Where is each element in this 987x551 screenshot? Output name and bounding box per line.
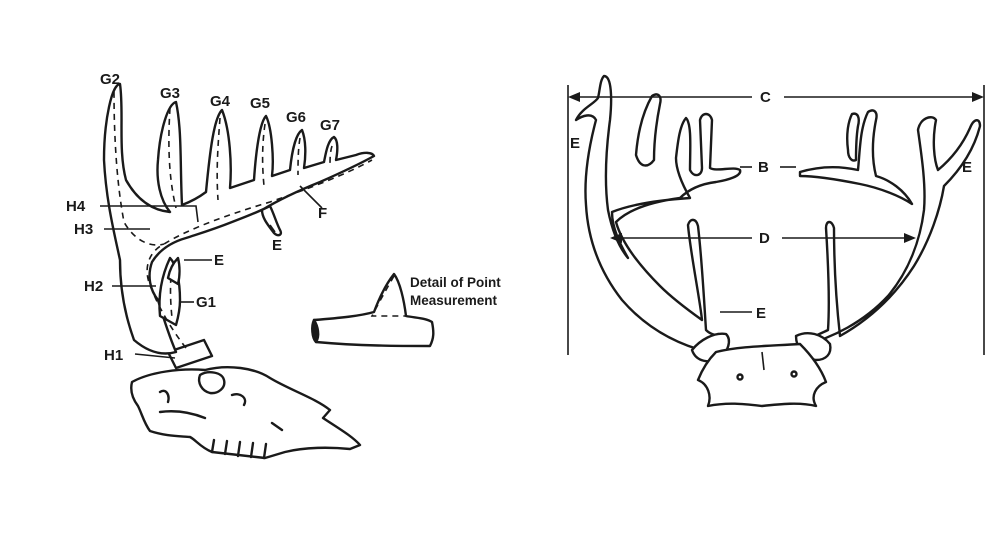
- f-line: [299, 185, 323, 209]
- detail-caption-line1: Detail of Point: [410, 275, 501, 290]
- detail-beam-section: [311, 272, 435, 348]
- front-skull: [696, 342, 828, 408]
- label-g5: G5: [250, 95, 270, 112]
- h4-line: [100, 205, 199, 223]
- label-g2: G2: [100, 71, 120, 88]
- label-g6: G6: [286, 109, 306, 126]
- g6-centerline: [297, 137, 301, 176]
- e-line: [269, 224, 276, 233]
- label-g4: G4: [210, 93, 231, 110]
- label-c: C: [760, 89, 771, 106]
- g5-centerline: [261, 123, 266, 187]
- e-upper-tine: [166, 256, 181, 286]
- g7-centerline: [329, 145, 333, 167]
- label-h2: H2: [84, 278, 103, 295]
- label-e-center: E: [756, 305, 766, 322]
- right-antler: [802, 116, 982, 347]
- front-view-antler: C B D E E E: [567, 74, 985, 408]
- c-arrow-left: [568, 92, 580, 102]
- g3-centerline: [168, 107, 177, 209]
- c-arrow-right: [972, 92, 984, 102]
- label-e-left: E: [570, 135, 580, 152]
- label-h4: H4: [66, 198, 86, 215]
- label-d: D: [759, 230, 770, 247]
- front-skull-hole-right: [790, 370, 798, 378]
- label-e-upper: E: [214, 252, 224, 269]
- label-f: F: [318, 205, 327, 222]
- front-skull-suture: [761, 351, 765, 371]
- skull-detail-lines: [158, 389, 284, 432]
- label-h3: H3: [74, 221, 93, 238]
- label-e-lower: E: [272, 237, 282, 254]
- point-detail: Detail of Point Measurement: [311, 272, 501, 348]
- right-antler-g3: [846, 112, 860, 162]
- label-g7: G7: [320, 117, 340, 134]
- label-h1: H1: [104, 347, 123, 364]
- detail-caption-line2: Measurement: [410, 293, 498, 308]
- burr: [166, 338, 214, 370]
- skull-eye-socket: [197, 371, 226, 395]
- label-g3: G3: [160, 85, 180, 102]
- left-antler: [574, 74, 742, 354]
- front-skull-hole-left: [736, 373, 744, 381]
- right-antler-inner: [798, 109, 914, 206]
- side-view-antler: G2 G3 G4 G5 G6 G7 H4 H3 H2 H1 G1 E E F: [66, 71, 376, 460]
- beam-centerline: [146, 159, 373, 349]
- label-e-right: E: [962, 159, 972, 176]
- skull-outline: [130, 365, 362, 460]
- main-beam-outline: [102, 82, 376, 355]
- detail-cut-face: [311, 318, 320, 344]
- detail-dashed-measure: [370, 275, 406, 317]
- skull-teeth: [210, 438, 268, 460]
- d-arrow-left: [610, 233, 622, 243]
- d-arrow-right: [904, 233, 916, 243]
- left-antler-g2: [634, 93, 662, 167]
- label-b: B: [758, 159, 769, 176]
- h1-line: [134, 353, 176, 359]
- label-g1: G1: [196, 294, 216, 311]
